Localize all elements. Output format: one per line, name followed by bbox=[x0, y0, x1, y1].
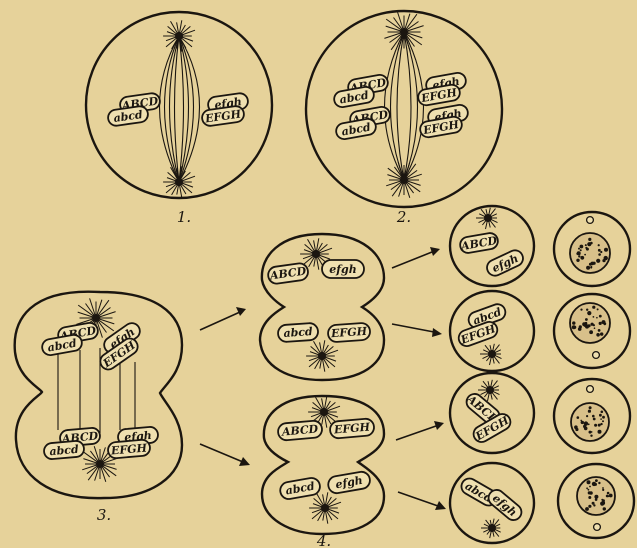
stage-3-label: 3. bbox=[97, 506, 111, 524]
stage-2-label: 2. bbox=[396, 208, 411, 226]
resting-cell-2 bbox=[554, 294, 630, 368]
stage-1-label: 1. bbox=[177, 208, 191, 226]
chromatid-label: abcd bbox=[49, 443, 80, 459]
daughter-cell-3: ABCD EFGH bbox=[450, 373, 534, 453]
stage-2-bottom-centrosome bbox=[386, 162, 422, 198]
stage-3-upper-chromosomes: ABCD abcd efgh EFGH bbox=[41, 320, 143, 373]
stage-1-cell: ABCD abcd efgh EFGH 1. bbox=[86, 12, 272, 226]
daughter-cell-1: ABCD efgh bbox=[450, 206, 534, 286]
stage-1-top-centrosome bbox=[163, 20, 195, 51]
stage-2-top-centrosome bbox=[384, 12, 423, 51]
chromatid-label: efgh bbox=[329, 263, 356, 276]
stage-1-bottom-centrosome bbox=[163, 166, 195, 197]
resting-cell-3 bbox=[554, 379, 630, 453]
chromatid-label: EFGH bbox=[330, 325, 368, 341]
stage-2-bivalent-left: ABCD abcd ABCD abcd bbox=[333, 74, 391, 141]
daughter-4-centrosome bbox=[481, 519, 501, 539]
stage-2-bivalent-right: efgh EFGH efgh EFGH bbox=[417, 72, 469, 139]
daughter-cell-2: abcd EFGH bbox=[450, 291, 534, 371]
stage-4-to-daughter-arrows bbox=[392, 247, 446, 510]
stage-4-lower-cell: ABCD EFGH abcd efgh 4. bbox=[262, 396, 384, 548]
stage-2-spindle bbox=[385, 32, 424, 180]
stage-4-upper-cell: ABCD efgh abcd EFGH bbox=[260, 234, 384, 380]
stage-3-cell: ABCD abcd efgh EFGH ABCD abcd efgh EFGH … bbox=[15, 292, 182, 524]
resting-cell-4 bbox=[558, 464, 634, 538]
stage-4a-bottom-centrosome bbox=[306, 340, 338, 371]
stage-3-to-4-arrows bbox=[200, 307, 250, 466]
daughter-cell-4: abcd efgh bbox=[450, 463, 534, 543]
stage-1-chromosome-right: efgh EFGH bbox=[201, 92, 249, 127]
stage-2-cell: ABCD abcd ABCD abcd efgh EFGH efgh EFGH … bbox=[306, 11, 502, 226]
stage-4b-bottom-centrosome bbox=[309, 492, 341, 523]
stage-3-lower-chromosomes: ABCD abcd efgh EFGH bbox=[43, 426, 158, 459]
stage-1-spindle bbox=[160, 36, 200, 182]
stage-1-chromosome-left: ABCD abcd bbox=[107, 92, 161, 126]
chromatid-label: abcd bbox=[283, 325, 313, 340]
resting-cell-1 bbox=[554, 212, 630, 286]
daughter-2-centrosome bbox=[480, 344, 502, 365]
daughter-1-centrosome bbox=[476, 208, 498, 229]
stage-4-label: 4. bbox=[316, 532, 331, 548]
